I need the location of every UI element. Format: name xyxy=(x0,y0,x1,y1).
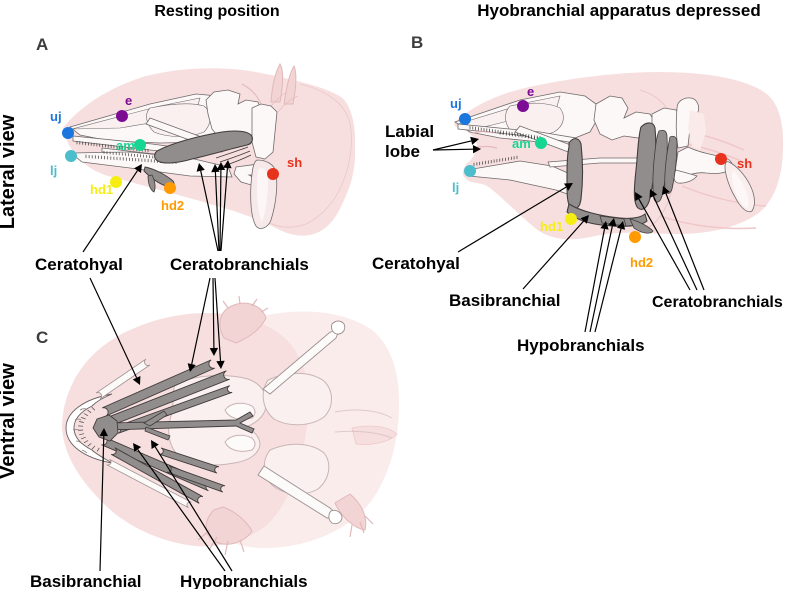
svg-text:C: C xyxy=(36,328,48,347)
svg-text:am: am xyxy=(116,138,135,153)
svg-text:hd2: hd2 xyxy=(630,255,653,270)
svg-text:hd1: hd1 xyxy=(90,182,113,197)
svg-text:sh: sh xyxy=(287,155,302,170)
svg-text:uj: uj xyxy=(50,109,62,124)
svg-text:lj: lj xyxy=(50,163,57,178)
svg-text:Lateral view: Lateral view xyxy=(0,114,19,229)
svg-text:Ceratohyal: Ceratohyal xyxy=(372,254,460,273)
svg-text:Hypobranchials: Hypobranchials xyxy=(517,336,645,355)
svg-text:lj: lj xyxy=(452,180,459,195)
svg-text:hd1: hd1 xyxy=(540,219,563,234)
svg-text:hd2: hd2 xyxy=(161,198,184,213)
svg-text:e: e xyxy=(527,84,534,99)
svg-text:Hyobranchial apparatus depress: Hyobranchial apparatus depressed xyxy=(477,1,760,20)
svg-text:Ceratobranchials: Ceratobranchials xyxy=(652,294,783,311)
svg-text:sh: sh xyxy=(737,156,752,171)
svg-text:Basibranchial: Basibranchial xyxy=(30,572,142,589)
svg-text:Resting position: Resting position xyxy=(154,3,279,20)
svg-text:Ceratohyal: Ceratohyal xyxy=(35,255,123,274)
svg-text:A: A xyxy=(36,35,48,54)
svg-text:Basibranchial: Basibranchial xyxy=(449,291,561,310)
svg-text:Hypobranchials: Hypobranchials xyxy=(180,572,308,589)
svg-text:uj: uj xyxy=(450,96,462,111)
svg-text:Ventral view: Ventral view xyxy=(0,363,19,479)
svg-text:Ceratobranchials: Ceratobranchials xyxy=(170,255,309,274)
svg-text:am: am xyxy=(512,136,531,151)
svg-text:lobe: lobe xyxy=(385,142,420,161)
svg-text:B: B xyxy=(411,33,423,52)
svg-text:Labial: Labial xyxy=(385,122,434,141)
svg-text:e: e xyxy=(125,93,132,108)
